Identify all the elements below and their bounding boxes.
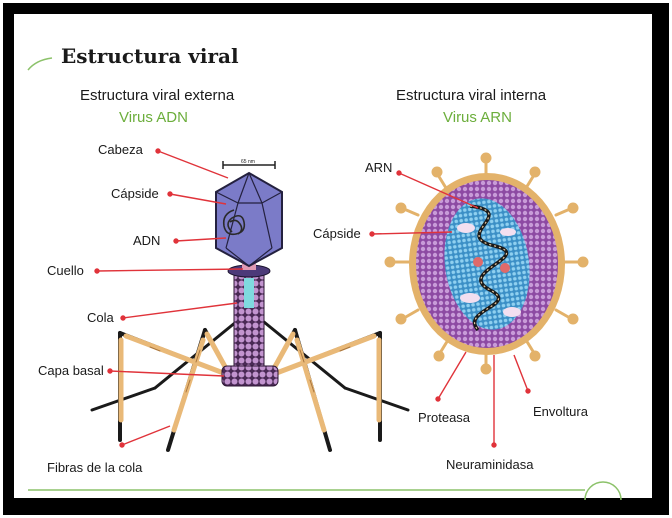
label-fibras: Fibras de la cola [47, 460, 142, 475]
label-proteasa: Proteasa [418, 410, 470, 425]
rna-virus [386, 154, 587, 373]
label-cuello: Cuello [47, 263, 84, 278]
label-capside-right: Cápside [313, 226, 361, 241]
label-envoltura: Envoltura [533, 404, 588, 419]
right-heading: Estructura viral interna [396, 87, 546, 104]
label-adn: ADN [133, 233, 160, 248]
base-plate [222, 366, 278, 386]
left-virus-type: Virus ADN [119, 109, 188, 126]
right-virus-type: Virus ARN [443, 109, 512, 126]
bacteriophage [92, 161, 408, 450]
label-cola: Cola [87, 310, 114, 325]
label-arn: ARN [365, 160, 392, 175]
label-neuraminidasa: Neuraminidasa [446, 457, 533, 472]
label-capside-left: Cápside [111, 186, 159, 201]
page-title: Estructura viral [61, 44, 239, 68]
scale-label: 65 nm [241, 159, 255, 165]
left-heading: Estructura viral externa [80, 87, 234, 104]
head-capsid [216, 173, 282, 266]
label-capa-basal: Capa basal [38, 363, 104, 378]
label-cabeza: Cabeza [98, 142, 143, 157]
tail-core [244, 278, 254, 308]
